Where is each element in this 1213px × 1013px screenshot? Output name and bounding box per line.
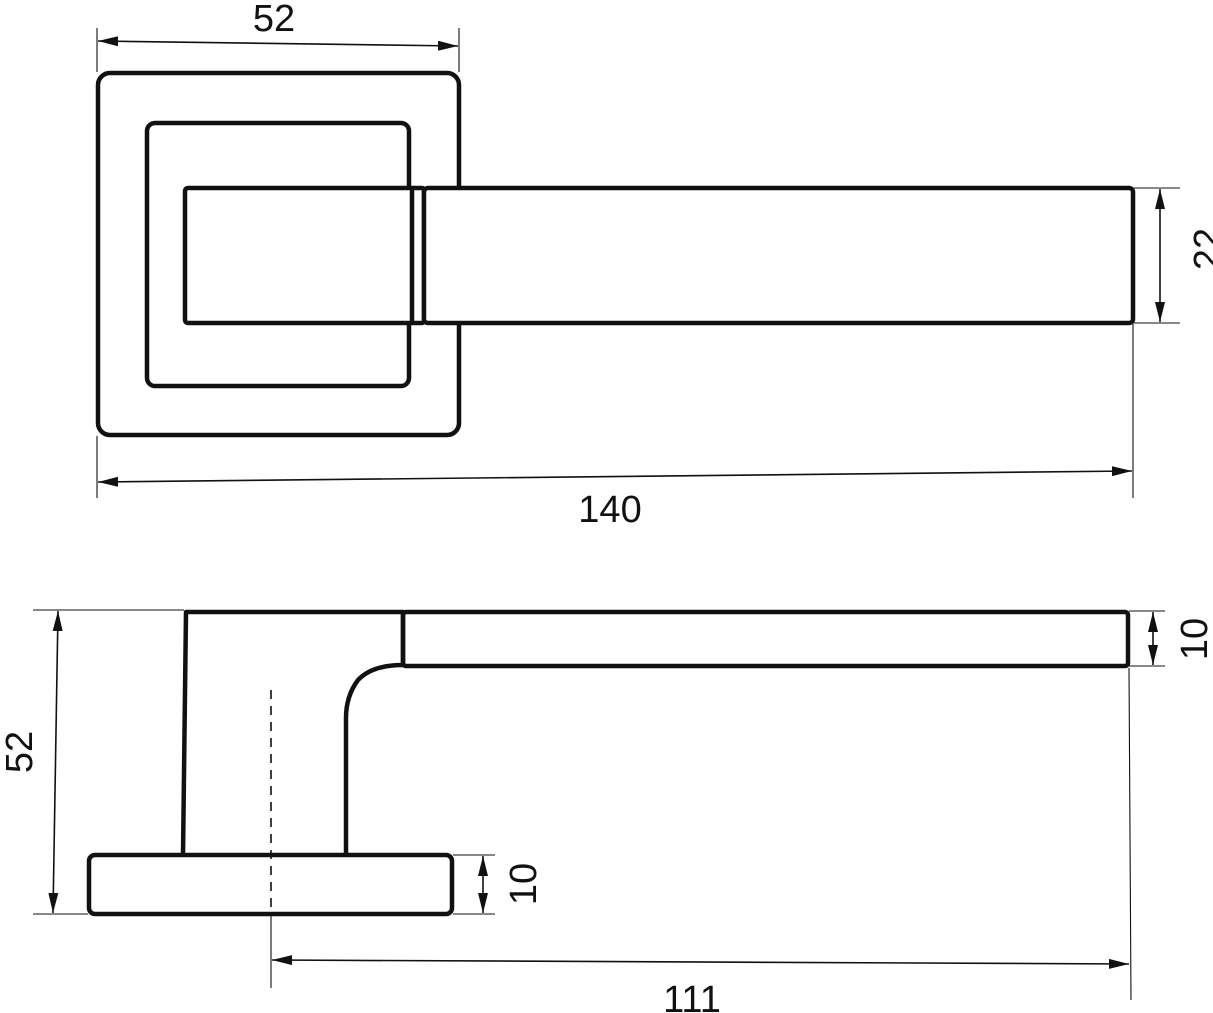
dimension-projection: 111 [271, 667, 1132, 1013]
dimension-lever-width: 22 [1133, 187, 1213, 324]
lever-neck-block [182, 185, 419, 326]
dimension-label-overall-length: 140 [578, 489, 641, 531]
dimension-lever-thickness: 10 [1129, 610, 1213, 667]
dimension-rosette-width: 52 [96, 0, 460, 72]
dimension-overall-height: 52 [0, 609, 184, 915]
lever-arm [421, 185, 1136, 326]
dimension-rosette-thickness: 10 [453, 854, 545, 915]
dimension-label-lever-thickness: 10 [1174, 618, 1213, 660]
dimension-label-overall-height: 52 [0, 731, 41, 773]
dimension-label-lever-width: 22 [1187, 228, 1213, 270]
side-lever-arm [400, 609, 1131, 669]
dimension-label-rosette-width: 52 [253, 0, 295, 40]
top-view: 52 140 22 [95, 0, 1213, 531]
dimension-overall-length: 140 [96, 324, 1134, 531]
side-handle-body [180, 609, 406, 858]
dimension-label-rosette-thickness: 10 [503, 863, 545, 905]
side-view: 52 10 10 111 [0, 609, 1213, 1013]
dimension-label-projection: 111 [663, 979, 721, 1013]
